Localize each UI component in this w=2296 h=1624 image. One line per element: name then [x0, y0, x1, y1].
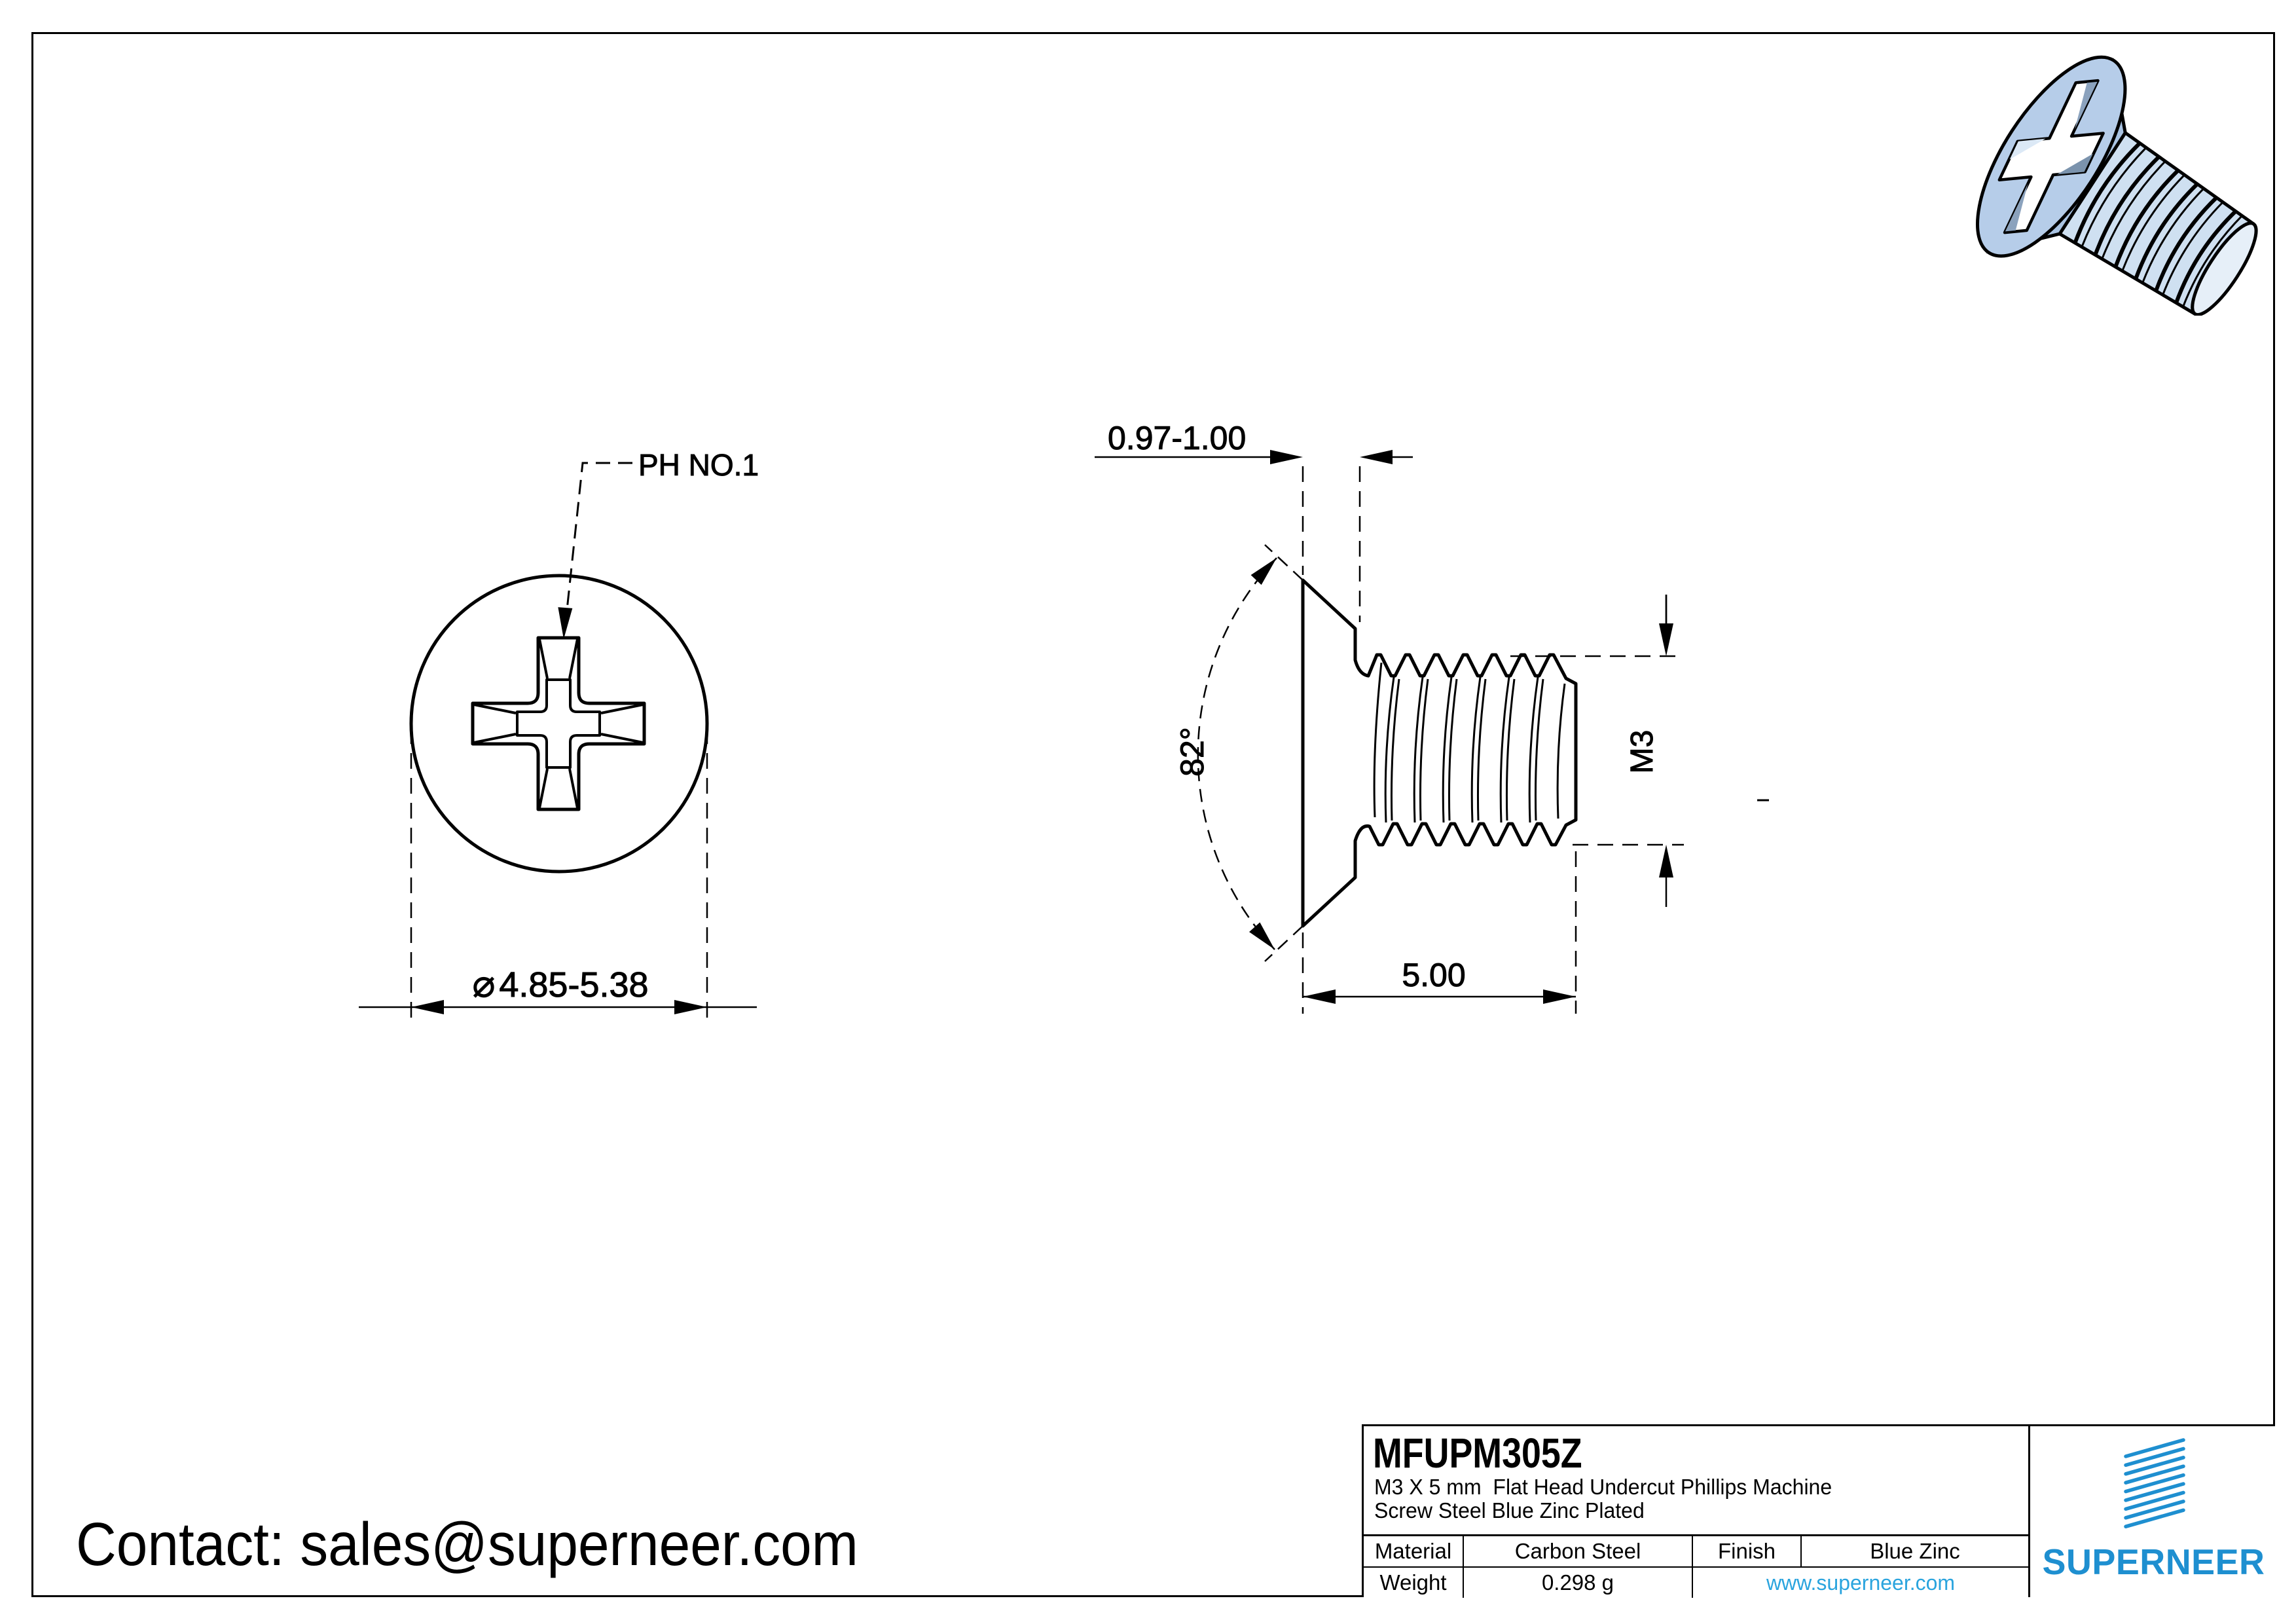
table-row-material: Material Carbon Steel Finish Blue Zinc	[1364, 1536, 2028, 1568]
front-view: PH NO.1 ⌀4.85-5.38	[359, 448, 759, 1025]
head-height-dimension	[1095, 450, 1413, 622]
head-angle-dimension	[1197, 544, 1303, 962]
weight-label-cell: Weight	[1364, 1568, 1464, 1598]
part-number: MFUPM305Z	[1373, 1430, 1582, 1477]
head-height-label: 0.97-1.00	[1108, 420, 1246, 456]
material-label-cell: Material	[1364, 1536, 1464, 1566]
finish-value-cell: Blue Zinc	[1870, 1539, 1960, 1563]
phillips-outer-cross	[471, 636, 646, 811]
diameter-label: ⌀4.85-5.38	[472, 963, 648, 1005]
thread-flank-lines	[1373, 662, 1566, 823]
ph-callout-label: PH NO.1	[638, 448, 759, 482]
title-block-header: MFUPM305Z M3 X 5 mm Flat Head Undercut P…	[1364, 1426, 2028, 1534]
weight-value-cell: 0.298 g	[1464, 1568, 1693, 1598]
finish-label-cell: Finish	[1693, 1536, 1802, 1566]
screw-head-face	[1964, 35, 2153, 278]
phillips-flank-lines	[473, 638, 644, 809]
website-link[interactable]: www.superneer.com	[1766, 1570, 1956, 1595]
part-description-line2: Screw Steel Blue Zinc Plated	[1374, 1498, 1645, 1522]
screw-phillips-recess	[1973, 78, 2129, 236]
screw-thread-bands	[2073, 142, 2244, 308]
head-outline-circle	[409, 574, 709, 874]
brand-cell: SUPERNEER	[2028, 1426, 2277, 1597]
contact-text: Contact: sales@superneer.com	[76, 1510, 858, 1578]
superneer-logo-icon	[2124, 1438, 2185, 1528]
table-row-weight: Weight 0.298 g www.superneer.com	[1364, 1568, 2028, 1598]
length-label: 5.00	[1402, 957, 1465, 993]
title-block-table: Material Carbon Steel Finish Blue Zinc W…	[1364, 1534, 2028, 1599]
side-view: 0.97-1.00 82° M3	[1095, 420, 1769, 1014]
thread-spec-label: M3	[1625, 730, 1660, 774]
length-dimension	[1302, 851, 1577, 1014]
screw-profile	[1301, 578, 1578, 928]
phillips-inner-cross	[516, 678, 601, 769]
part-description-line1: M3 X 5 mm Flat Head Undercut Phillips Ma…	[1374, 1475, 1832, 1499]
title-block: MFUPM305Z M3 X 5 mm Flat Head Undercut P…	[1362, 1424, 2277, 1599]
thread-dia-dimension	[1510, 595, 1684, 907]
screw-tip	[2191, 221, 2258, 316]
material-value-cell: Carbon Steel	[1464, 1536, 1693, 1566]
head-angle-label: 82°	[1174, 727, 1211, 777]
sheet-border	[31, 32, 2275, 1597]
ph-callout-leader	[558, 462, 632, 639]
website-cell: www.superneer.com	[1693, 1568, 2028, 1598]
screw-3d-render	[1964, 28, 2258, 316]
brand-name: SUPERNEER	[2042, 1541, 2265, 1582]
diameter-dimension	[359, 728, 757, 1025]
